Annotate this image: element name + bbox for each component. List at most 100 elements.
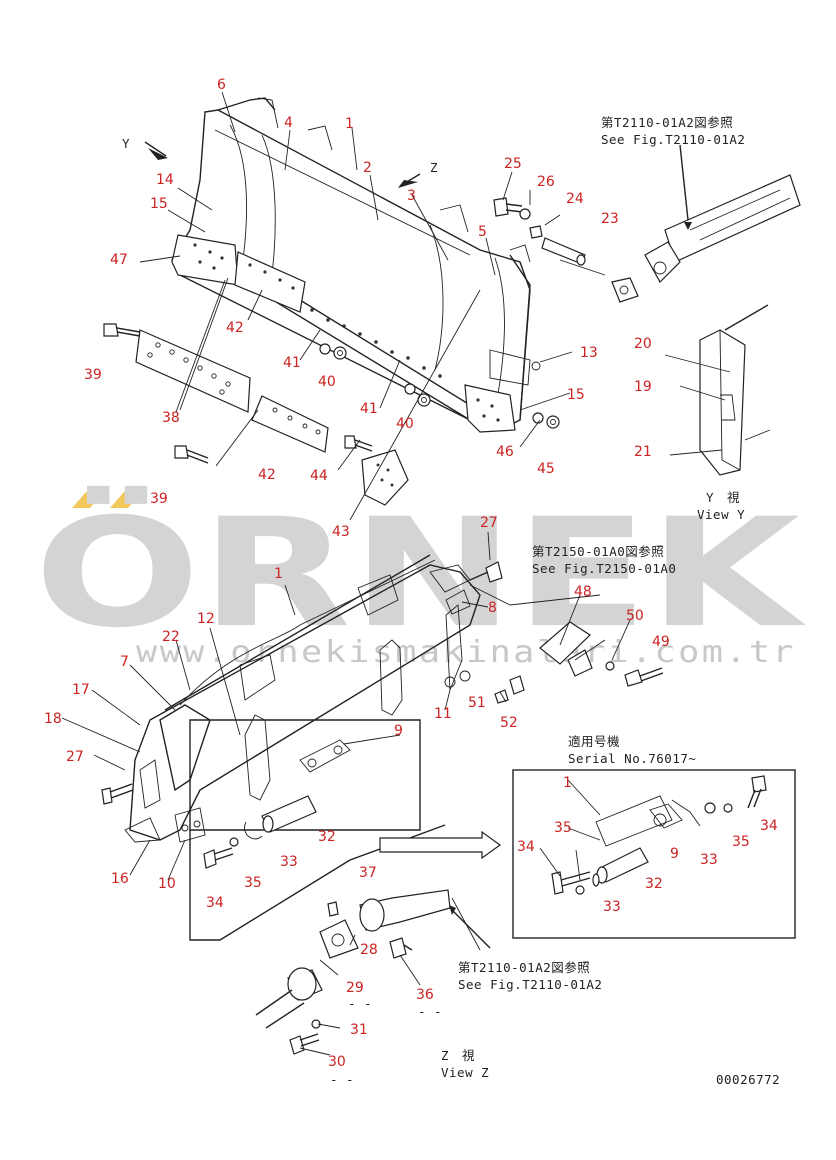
callout: 52 xyxy=(500,715,518,731)
callout: 22 xyxy=(162,629,180,645)
callout: 9 xyxy=(670,846,679,862)
callout: 15 xyxy=(567,387,585,403)
dash-mark: - - xyxy=(330,1072,354,1087)
watermark-accent-mark-left xyxy=(72,492,104,508)
callout: 21 xyxy=(634,444,652,460)
callout: 32 xyxy=(318,829,336,845)
callout: 36 xyxy=(416,987,434,1003)
lower-frame-drawing xyxy=(101,554,664,941)
callout: 50 xyxy=(626,608,644,624)
callout: 7 xyxy=(120,654,129,670)
dash-mark: - - xyxy=(418,1004,442,1019)
serial-jp: 適用号機 xyxy=(568,734,620,749)
part-42-end-bit xyxy=(251,395,329,453)
callout: 32 xyxy=(645,876,663,892)
view-arrows xyxy=(144,141,421,188)
callout: 11 xyxy=(434,706,452,722)
callout: 1 xyxy=(274,566,283,582)
arrow-label-y: Y xyxy=(122,136,130,151)
callout: 41 xyxy=(360,401,378,417)
watermark-accent-mark-right xyxy=(110,492,142,508)
callout: 42 xyxy=(226,320,244,336)
serial-en: Serial No.76017~ xyxy=(568,751,696,766)
watermark: ÖRNEK www.ornekismakinalari.com.tr xyxy=(34,485,806,670)
cutting-edge-holes xyxy=(310,308,442,378)
callout: 38 xyxy=(162,410,180,426)
ref-top-right-jp: 第T2110-01A2図参照 xyxy=(601,115,733,130)
callout: 33 xyxy=(700,852,718,868)
callout: 5 xyxy=(478,224,487,240)
callout: 29 xyxy=(346,980,364,996)
callout: 20 xyxy=(634,336,652,352)
callout: 18 xyxy=(44,711,62,727)
part-23-26-pin-assembly xyxy=(493,197,639,303)
view-z-drawing xyxy=(255,889,481,1055)
callout: 31 xyxy=(350,1022,368,1038)
arrow-label-z: Z xyxy=(430,160,438,175)
upper-blade-drawing xyxy=(171,97,541,433)
callout: 33 xyxy=(280,854,298,870)
part-40-41-nuts-washers xyxy=(319,343,431,407)
callout: 35 xyxy=(554,820,572,836)
part-45-46-nut-washer xyxy=(532,412,560,429)
callout: 34 xyxy=(760,818,778,834)
callout: 34 xyxy=(517,839,535,855)
view-z-en: View Z xyxy=(441,1065,489,1080)
part-39-bolts xyxy=(103,323,209,464)
reference-notes: 第T2110-01A2図参照 See Fig.T2110-01A2 第T2150… xyxy=(122,115,780,1087)
callout: 10 xyxy=(158,876,176,892)
watermark-url: www.ornekismakinalari.com.tr xyxy=(136,635,796,670)
callout: 16 xyxy=(111,871,129,887)
callout: 48 xyxy=(574,584,592,600)
ref-bottom-jp: 第T2110-01A2図参照 xyxy=(458,960,590,975)
callout: 14 xyxy=(156,172,174,188)
ref-mid-jp: 第T2150-01A0図参照 xyxy=(532,544,664,559)
callout: 41 xyxy=(283,355,301,371)
callout: 27 xyxy=(66,749,84,765)
view-y-en: View Y xyxy=(697,507,745,522)
view-y-drawing xyxy=(699,304,771,476)
hydraulic-cylinder-top xyxy=(644,174,801,283)
view-y-jp: Y 視 xyxy=(706,490,740,505)
watermark-brand: ÖRNEK xyxy=(34,485,806,661)
dash-mark: - - xyxy=(348,996,372,1011)
callout: 23 xyxy=(601,211,619,227)
callout: 9 xyxy=(394,723,403,739)
callout: 45 xyxy=(537,461,555,477)
callout: 4 xyxy=(284,115,293,131)
ref-top-right-en: See Fig.T2110-01A2 xyxy=(601,132,745,147)
callout: 35 xyxy=(732,834,750,850)
callout: 42 xyxy=(258,467,276,483)
callout: 37 xyxy=(359,865,377,881)
callout: 46 xyxy=(496,444,514,460)
part-38-cutting-edge xyxy=(135,329,251,413)
callout: 24 xyxy=(566,191,584,207)
callout: 8 xyxy=(488,600,497,616)
inset-arrow xyxy=(379,830,502,860)
ref-mid-en: See Fig.T2150-01A0 xyxy=(532,561,676,576)
leader-lines xyxy=(139,91,731,521)
callout: 35 xyxy=(244,875,262,891)
callout: 2 xyxy=(363,160,372,176)
callout: 43 xyxy=(332,524,350,540)
callout: 1 xyxy=(563,775,572,791)
callout-numbers: 1 2 3 4 5 6 14 15 47 42 41 40 39 38 41 4… xyxy=(44,77,778,1070)
ref-bottom-en: See Fig.T2110-01A2 xyxy=(458,977,602,992)
callout: 33 xyxy=(603,899,621,915)
callout: 44 xyxy=(310,468,328,484)
callout: 40 xyxy=(396,416,414,432)
callout: 26 xyxy=(537,174,555,190)
callout: 40 xyxy=(318,374,336,390)
callout: 6 xyxy=(217,77,226,93)
callout: 3 xyxy=(407,188,416,204)
callout: 30 xyxy=(328,1054,346,1070)
callout: 27 xyxy=(480,515,498,531)
callout: 1 xyxy=(345,116,354,132)
callout: 12 xyxy=(197,611,215,627)
callout: 39 xyxy=(150,491,168,507)
leader-lines-lower xyxy=(61,531,631,1056)
part-44-bolt xyxy=(344,435,373,452)
callout: 17 xyxy=(72,682,90,698)
callout: 47 xyxy=(110,252,128,268)
